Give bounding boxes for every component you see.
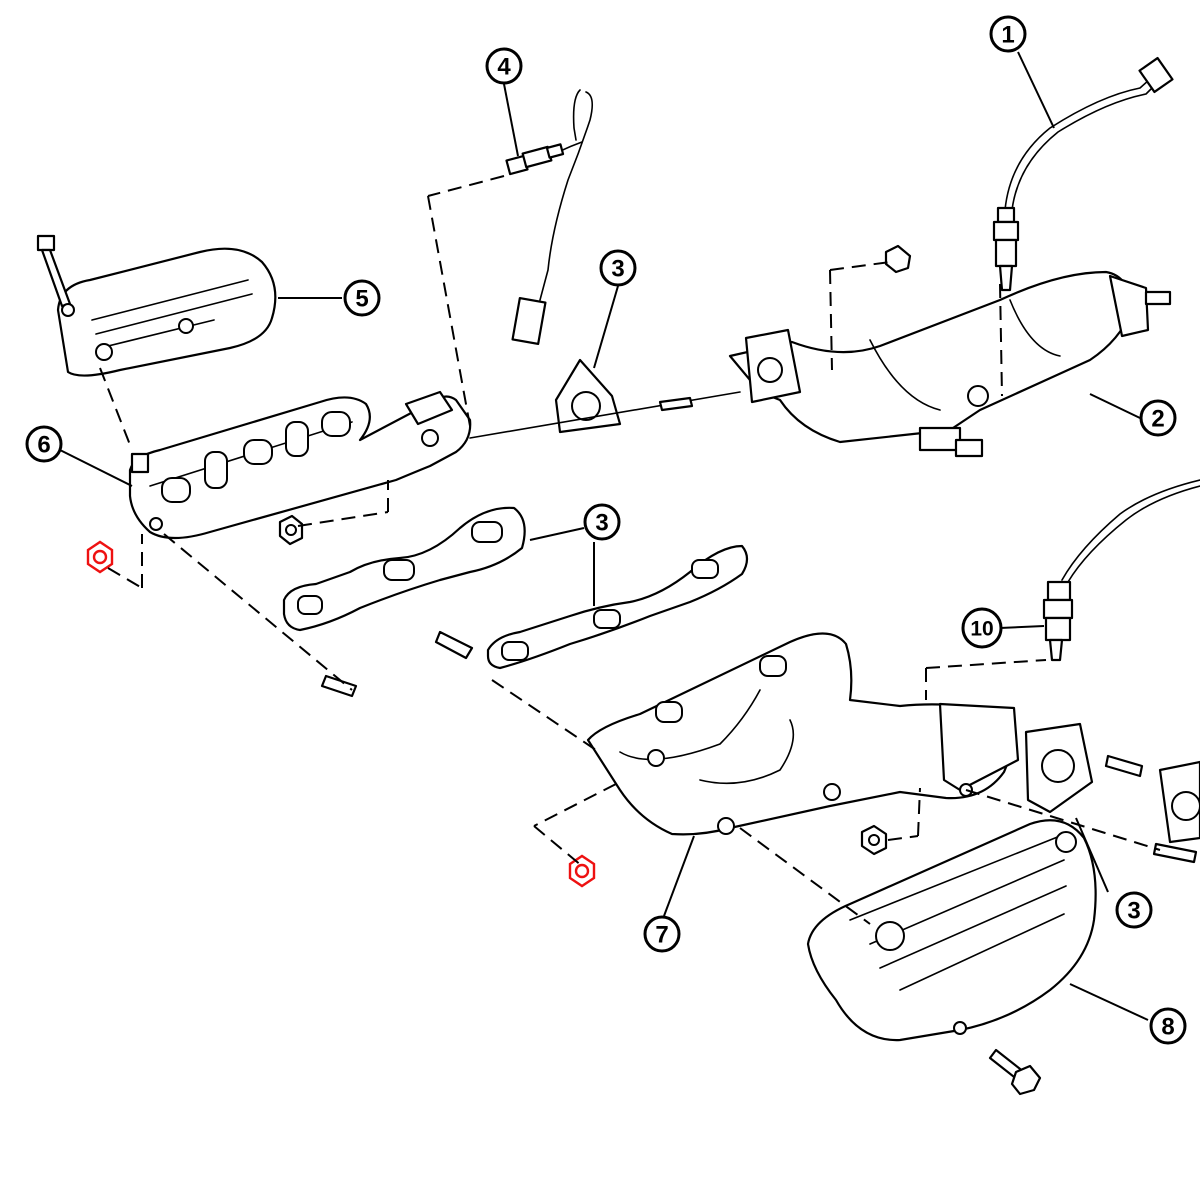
heat-insulator-8 [806, 819, 1097, 1096]
nut-lower-right [860, 824, 888, 856]
oxygen-sensor-10 [1042, 479, 1200, 662]
callout-1: 1 [989, 15, 1027, 53]
gasket-3-right [486, 544, 749, 670]
svg-text:1: 1 [1001, 22, 1014, 49]
stud-middle [434, 630, 474, 660]
gasket-3-flange [554, 358, 622, 434]
callout-3-lower: 3 [1115, 891, 1153, 929]
gasket-3-lower [1024, 722, 1200, 864]
nut-highlighted-bottom [568, 854, 596, 888]
callout-4: 4 [485, 47, 523, 85]
leader-lines [59, 51, 1149, 1021]
svg-text:5: 5 [355, 286, 368, 313]
svg-text:6: 6 [37, 432, 50, 459]
svg-text:8: 8 [1161, 1014, 1174, 1041]
heat-insulator-5 [36, 234, 277, 377]
gasket-3-left [282, 506, 526, 632]
stud-upper [469, 391, 741, 439]
svg-text:10: 10 [970, 618, 993, 641]
svg-text:3: 3 [611, 256, 624, 283]
exhaust-manifold-6 [128, 390, 472, 540]
oxygen-sensor-1 [992, 56, 1174, 292]
nut-highlighted-left [86, 540, 114, 574]
exhaust-manifold-7 [586, 632, 1020, 836]
callout-6: 6 [25, 425, 63, 463]
svg-text:7: 7 [655, 922, 668, 949]
callout-2: 2 [1139, 399, 1177, 437]
callout-8: 8 [1149, 1007, 1187, 1045]
exhaust-tube-2 [728, 244, 1172, 458]
svg-text:4: 4 [497, 54, 511, 81]
callout-3-middle: 3 [583, 503, 621, 541]
callout-5: 5 [343, 279, 381, 317]
svg-text:3: 3 [595, 510, 608, 537]
svg-text:2: 2 [1151, 406, 1164, 433]
callout-10: 10 [961, 607, 1003, 649]
assembly-lines [99, 175, 1161, 925]
oxygen-sensor-4 [505, 89, 594, 346]
callout-3-upper: 3 [599, 249, 637, 287]
svg-text:3: 3 [1127, 898, 1140, 925]
stud-left [320, 674, 358, 698]
nut-center [278, 514, 304, 546]
callout-7: 7 [643, 915, 681, 953]
